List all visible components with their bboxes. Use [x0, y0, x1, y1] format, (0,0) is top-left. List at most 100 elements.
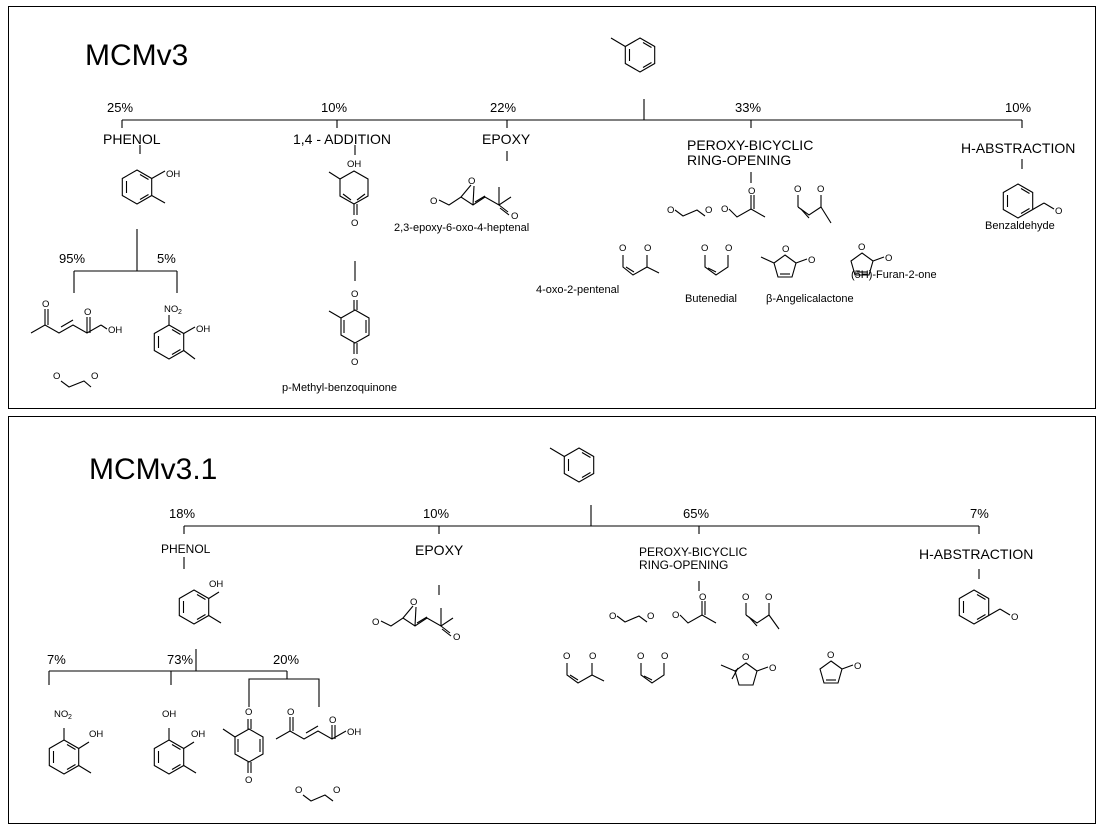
pct-peroxy: 33% [735, 100, 762, 115]
label-phenol: PHENOL [103, 131, 161, 147]
methyl-benzoquinone-structure: O O [328, 289, 370, 368]
svg-text:O: O [742, 592, 749, 603]
caption-benzoquinone: p-Methyl-benzoquinone [282, 382, 397, 394]
svg-text:O: O [854, 661, 861, 672]
methylglyoxal-structure: O O [672, 592, 717, 624]
svg-text:O: O [351, 289, 358, 300]
toluene-structure [549, 447, 595, 483]
svg-text:O: O [661, 651, 668, 662]
svg-text:NO: NO [164, 304, 178, 315]
svg-text:O: O [667, 205, 674, 216]
label-phenol: PHENOL [161, 542, 211, 556]
oxopentenal-structure: O O [619, 243, 660, 276]
pct-phenol: 25% [107, 100, 134, 115]
svg-text:O: O [794, 184, 801, 195]
svg-text:O: O [351, 218, 358, 229]
methylglyoxal-structure: O O [721, 186, 766, 218]
svg-text:O: O [84, 307, 91, 318]
svg-text:O: O [619, 243, 626, 254]
svg-text:OH: OH [347, 727, 361, 738]
caption-angelicalactone: β-Angelicalactone [766, 293, 854, 305]
svg-text:O: O [372, 617, 379, 628]
label-peroxy-line1: PEROXY-BICYCLIC [687, 137, 814, 153]
svg-text:O: O [705, 205, 712, 216]
caption-butenedial: Butenedial [685, 293, 737, 305]
svg-text:O: O [287, 707, 294, 718]
svg-text:O: O [748, 186, 755, 197]
svg-text:O: O [858, 242, 865, 253]
mcmv3-panel: OH O O OH O O NO 2 [8, 6, 1096, 409]
svg-text:O: O [609, 611, 616, 622]
mcmv3-structures: OH O O OH O O NO 2 [30, 37, 1062, 388]
label-habstraction: H-ABSTRACTION [961, 140, 1076, 156]
pct-phenol-split-2: 73% [167, 652, 194, 667]
oxopentenoic-acid-structure: O O OH [275, 707, 361, 740]
pct-peroxy: 65% [683, 506, 710, 521]
svg-text:O: O [782, 244, 789, 255]
svg-text:OH: OH [191, 729, 205, 740]
svg-text:O: O [769, 663, 776, 674]
nitrocresol-structure: NO 2 OH [153, 304, 210, 360]
svg-text:O: O [817, 184, 824, 195]
svg-text:OH: OH [347, 159, 361, 170]
svg-text:O: O [827, 650, 834, 661]
svg-text:O: O [885, 253, 892, 264]
glyoxal-structure-2: O O [667, 205, 712, 217]
svg-text:O: O [808, 255, 815, 266]
svg-text:O: O [644, 243, 651, 254]
label-peroxy-line2: RING-OPENING [687, 152, 792, 168]
pct-epoxy: 10% [423, 506, 450, 521]
label-epoxy: EPOXY [415, 542, 464, 558]
benzaldehyde-structure: O [958, 589, 1018, 625]
svg-text:O: O [563, 651, 570, 662]
cresol-structure: OH [121, 169, 180, 205]
svg-text:O: O [430, 196, 437, 207]
svg-text:2: 2 [178, 309, 182, 316]
svg-text:O: O [91, 371, 98, 382]
svg-text:O: O [589, 651, 596, 662]
glyoxal-structure-2: O O [609, 611, 654, 623]
oxopentenal-structure: O O [563, 651, 605, 684]
nitrocresol-structure: NO 2 OH [48, 709, 103, 775]
svg-text:O: O [721, 204, 728, 215]
methylbutenedial-structure: O O [794, 184, 832, 224]
label-addition: 1,4 - ADDITION [293, 131, 392, 147]
pct-epoxy: 22% [490, 100, 517, 115]
label-peroxy-line1: PEROXY-BICYCLIC [639, 545, 748, 559]
svg-text:O: O [53, 371, 60, 382]
svg-text:O: O [42, 299, 49, 310]
angelicalactone-structure: O O [760, 244, 815, 278]
svg-text:NO: NO [54, 709, 68, 720]
pct-phenol-split-3: 20% [273, 652, 300, 667]
pct-phenol-split-1: 7% [47, 652, 66, 667]
svg-text:O: O [699, 592, 706, 603]
glyoxal-structure: O O [53, 371, 98, 388]
pct-habstraction: 10% [1005, 100, 1032, 115]
svg-text:OH: OH [108, 325, 122, 336]
mcmv31-structures: OH NO 2 OH OH OH O [48, 447, 1018, 802]
svg-text:2: 2 [68, 714, 72, 721]
svg-text:O: O [765, 592, 772, 603]
methylcatechol-structure: OH OH [153, 709, 205, 775]
svg-text:O: O [245, 775, 252, 786]
pct-phenol-split-2: 5% [157, 251, 176, 266]
caption-epoxy: 2,3-epoxy-6-oxo-4-heptenal [394, 222, 530, 234]
oxopentenoic-acid-structure: O O OH [30, 299, 122, 336]
pct-addition: 10% [321, 100, 348, 115]
epoxy-heptenal-structure: O O O [430, 176, 518, 222]
svg-text:O: O [351, 357, 358, 368]
svg-text:O: O [701, 243, 708, 254]
svg-text:O: O [725, 243, 732, 254]
svg-text:O: O [647, 611, 654, 622]
svg-text:O: O [1055, 206, 1062, 217]
methyl-benzoquinone-structure: O O [222, 707, 264, 786]
toluene-structure [610, 37, 656, 73]
label-peroxy-line2: RING-OPENING [639, 558, 729, 572]
svg-text:O: O [453, 632, 460, 643]
svg-text:O: O [511, 211, 518, 222]
methylbutenedial-structure: O O [742, 592, 780, 630]
cresol-structure: OH [178, 579, 223, 625]
panel-title: MCMv3 [85, 39, 189, 72]
epoxy-heptenal-structure: O O O [372, 597, 460, 643]
svg-text:OH: OH [196, 324, 210, 335]
